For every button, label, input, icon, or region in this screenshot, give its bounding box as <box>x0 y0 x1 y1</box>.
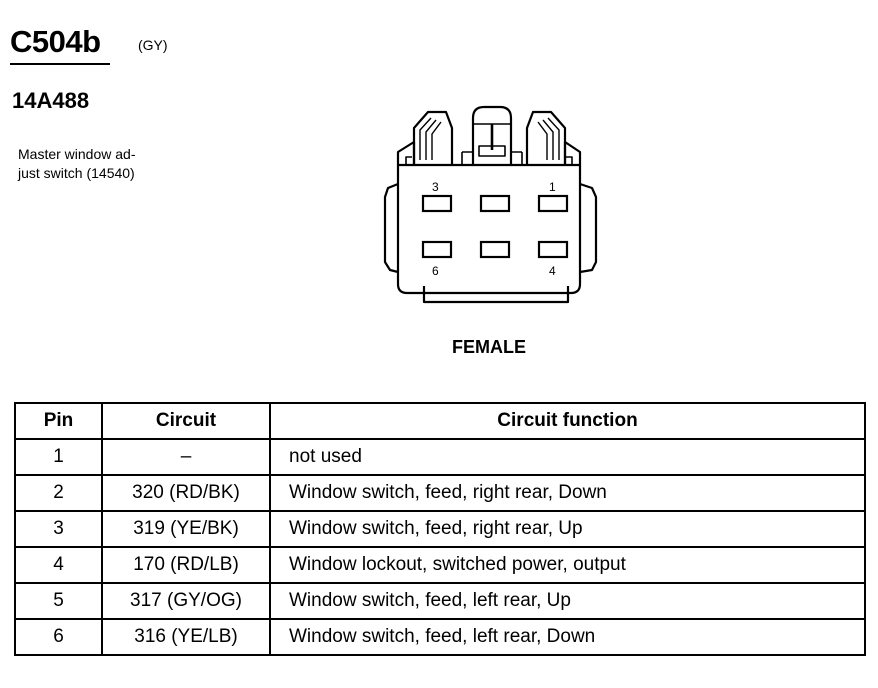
table-row: 1 – not used <box>14 438 866 476</box>
connector-gender-label: FEMALE <box>452 337 526 357</box>
connector-id: C504b <box>10 24 101 59</box>
pin-label-1: 1 <box>549 180 556 194</box>
pin-cell: 4 <box>14 546 103 584</box>
header-pin: Pin <box>14 402 103 440</box>
circuit-cell: 170 (RD/LB) <box>101 546 271 584</box>
connector-center-key <box>471 105 513 165</box>
table-row: 6 316 (YE/LB) Window switch, feed, left … <box>14 618 866 656</box>
circuit-cell: 319 (YE/BK) <box>101 510 271 548</box>
pin-label-4: 4 <box>549 264 556 278</box>
circuit-cell: 316 (YE/LB) <box>101 618 271 656</box>
cavity-5 <box>479 240 511 259</box>
cavity-4 <box>537 240 569 259</box>
description-line-1: Master window ad- <box>18 146 136 162</box>
connector-id-underline <box>10 63 110 65</box>
cavity-3 <box>421 194 453 213</box>
pin-label-3: 3 <box>432 180 439 194</box>
function-cell: Window switch, feed, right rear, Up <box>269 510 866 548</box>
table-row: 2 320 (RD/BK) Window switch, feed, right… <box>14 474 866 512</box>
connector-right-latch <box>525 110 567 165</box>
color-code: (GY) <box>138 37 168 53</box>
cavity-6 <box>421 240 453 259</box>
pin-cell: 2 <box>14 474 103 512</box>
function-cell: Window switch, feed, left rear, Down <box>269 618 866 656</box>
circuit-cell: 320 (RD/BK) <box>101 474 271 512</box>
pin-cell: 5 <box>14 582 103 620</box>
connector-face-diagram: 3 1 6 4 <box>383 105 598 304</box>
pin-cell: 3 <box>14 510 103 548</box>
header-circuit-function: Circuit function <box>269 402 866 440</box>
circuit-cell: – <box>101 438 271 476</box>
function-cell: not used <box>269 438 866 476</box>
connector-right-ear <box>579 182 598 274</box>
description-line-2: just switch (14540) <box>18 165 135 181</box>
pin-label-6: 6 <box>432 264 439 278</box>
function-cell: Window switch, feed, left rear, Up <box>269 582 866 620</box>
connector-left-ear <box>383 182 399 274</box>
function-cell: Window lockout, switched power, output <box>269 546 866 584</box>
cavity-1 <box>537 194 569 213</box>
table-header-row: Pin Circuit Circuit function <box>14 402 866 440</box>
connector-body <box>396 163 582 295</box>
cavity-2 <box>479 194 511 213</box>
function-cell: Window switch, feed, right rear, Down <box>269 474 866 512</box>
pin-cell: 1 <box>14 438 103 476</box>
header-circuit: Circuit <box>101 402 271 440</box>
table-row: 5 317 (GY/OG) Window switch, feed, left … <box>14 582 866 620</box>
pinout-table: Pin Circuit Circuit function 1 – not use… <box>14 402 866 656</box>
table-row: 3 319 (YE/BK) Window switch, feed, right… <box>14 510 866 548</box>
table-row: 4 170 (RD/LB) Window lockout, switched p… <box>14 546 866 584</box>
component-description: Master window ad- just switch (14540) <box>18 145 178 183</box>
connector-left-latch <box>412 110 454 165</box>
part-number: 14A488 <box>12 88 90 113</box>
circuit-cell: 317 (GY/OG) <box>101 582 271 620</box>
pin-cell: 6 <box>14 618 103 656</box>
